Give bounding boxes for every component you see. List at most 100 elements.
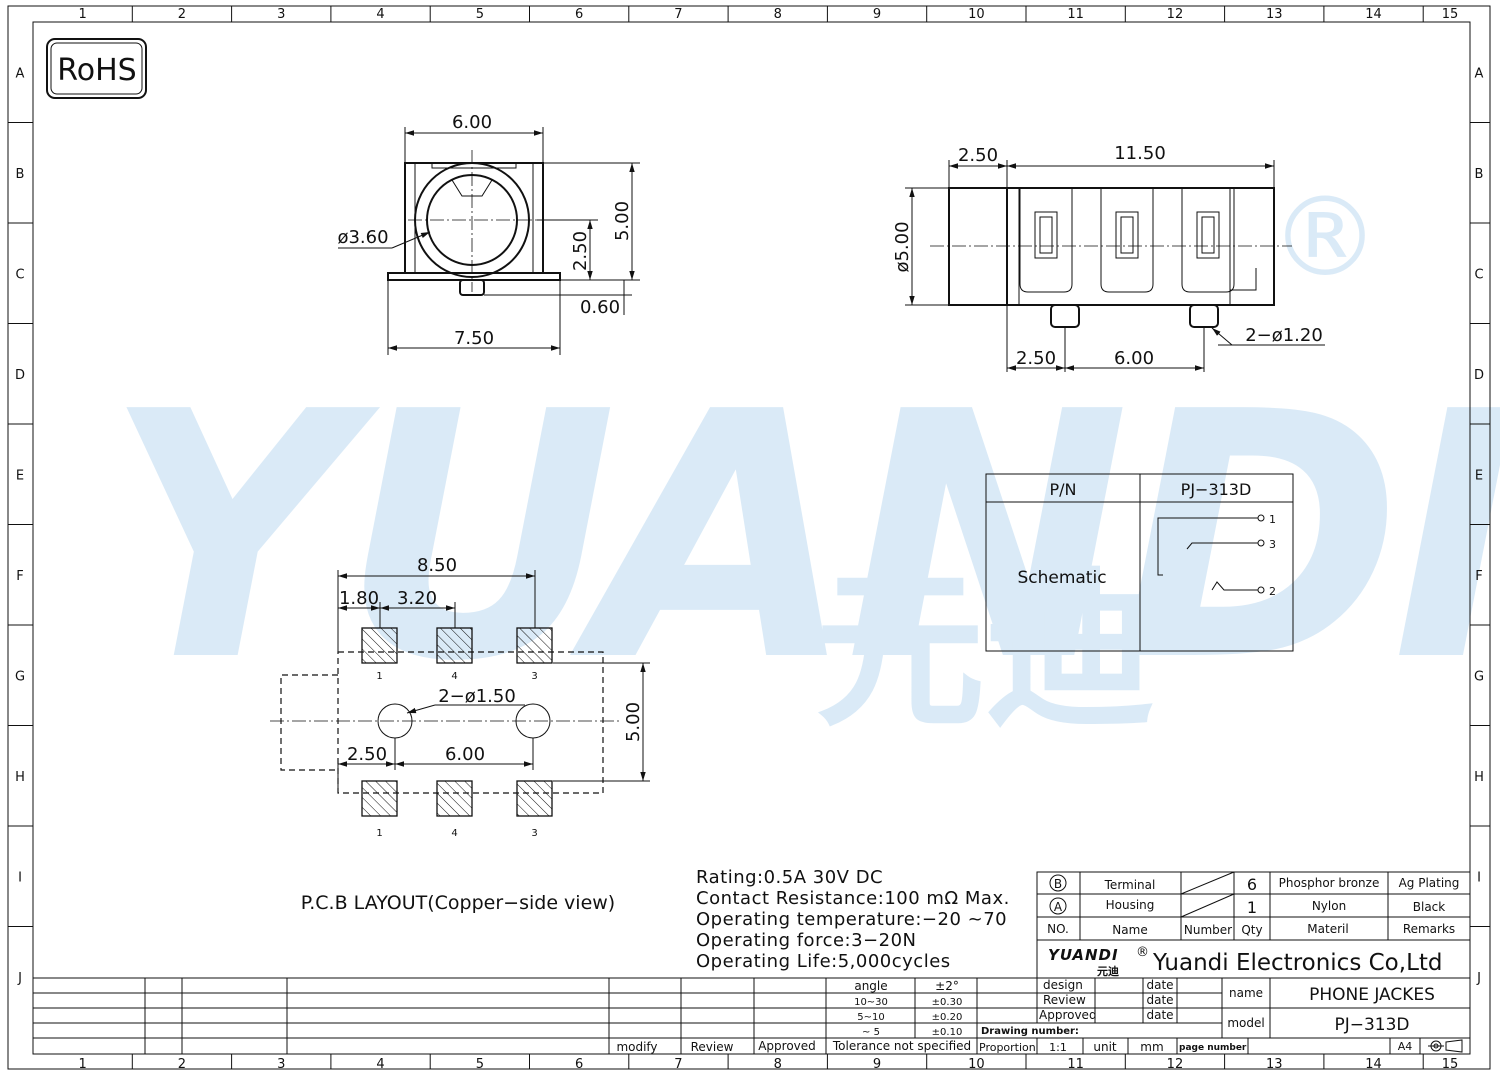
tolerance-value: ±0.10 (932, 1027, 963, 1038)
title-sheet-size: A4 (1398, 1040, 1413, 1053)
projection-symbol-icon (1428, 1039, 1463, 1053)
rev-review-label: Review (691, 1040, 734, 1054)
rev-approved-label: Approved (758, 1039, 816, 1053)
column-number-bottom: 8 (774, 1057, 782, 1072)
side-dim-length: 11.50 (1114, 143, 1166, 164)
title-proportion-label: Proportion (979, 1041, 1036, 1054)
column-number-top: 5 (476, 7, 484, 22)
bom-header-material: Materil (1307, 922, 1348, 936)
row-letter-right: H (1474, 770, 1484, 785)
side-dim-pin-offset: 2.50 (1016, 348, 1056, 369)
column-number-bottom: 2 (178, 1057, 186, 1072)
row-letter-left: G (15, 669, 25, 684)
front-dim-width: 6.00 (452, 112, 492, 133)
pcb-pad-top (361, 627, 398, 664)
front-dim-bottom: 7.50 (454, 328, 494, 349)
column-number-bottom: 11 (1067, 1057, 1084, 1072)
pcb-pad-label-top: 1 (376, 671, 382, 682)
bom-row-a-material: Nylon (1312, 899, 1346, 913)
pcb-pad-bottom (436, 780, 473, 817)
bom-header-qty: Qty (1241, 923, 1262, 937)
column-number-top: 1 (79, 7, 87, 22)
column-number-top: 9 (873, 7, 881, 22)
terminal-outline (1181, 188, 1235, 293)
terminal-window (1034, 211, 1058, 259)
spec-contact-resistance: Contact Resistance:100 mΩ Max. (696, 888, 1010, 909)
tolerance-range: 10~30 (854, 997, 888, 1008)
title-model-label: model (1227, 1016, 1264, 1030)
row-letter-left: J (17, 971, 22, 986)
column-number-top: 10 (968, 7, 985, 22)
column-number-top: 3 (277, 7, 285, 22)
row-letter-left: E (16, 468, 24, 483)
company-logo-cn: 元迪 (1097, 964, 1119, 978)
title-design-label: design (1043, 978, 1083, 992)
company-logo: YUANDI (1048, 946, 1119, 964)
pcb-pad-label-top: 4 (451, 671, 457, 682)
rohs-mark: RoHS (46, 38, 147, 99)
schematic-terminal-2: 2 (1269, 585, 1276, 598)
row-letter-right: G (1474, 669, 1484, 684)
tolerance-range: ~ 5 (862, 1027, 880, 1038)
row-letter-left: A (16, 66, 25, 81)
column-number-top: 2 (178, 7, 186, 22)
company-logo-reg: ® (1136, 945, 1149, 960)
row-letter-left: H (15, 770, 25, 785)
column-number-bottom: 13 (1266, 1057, 1283, 1072)
watermark-registered: ® (1270, 173, 1380, 301)
column-number-top: 13 (1266, 7, 1283, 22)
pcb-caption: P.C.B LAYOUT(Copper−side view) (301, 892, 615, 914)
column-number-bottom: 1 (79, 1057, 87, 1072)
column-number-top: 4 (376, 7, 384, 22)
schematic-model-header: PJ−313D (1181, 480, 1252, 499)
pcb-pad-label-top: 3 (531, 671, 537, 682)
tolerance-value: ±0.30 (932, 997, 963, 1008)
tolerance-range: angle (854, 979, 887, 993)
terminal-contact (1039, 216, 1053, 254)
side-dim-front: 2.50 (958, 145, 998, 166)
pcb-pad-bottom (516, 780, 553, 817)
front-dim-center: 2.50 (570, 231, 591, 271)
column-number-top: 14 (1365, 7, 1382, 22)
title-date-label-1: date (1146, 978, 1173, 992)
pcb-dim-height: 5.00 (623, 702, 644, 742)
bom-row-b-qty: 6 (1247, 875, 1257, 894)
bom-row-a-name: Housing (1106, 898, 1155, 912)
row-letter-left: I (18, 870, 22, 885)
tolerance-value: ±2° (935, 979, 959, 993)
bom-row-a-qty: 1 (1247, 898, 1257, 917)
row-letter-left: D (15, 368, 25, 383)
title-drawing-number: Drawing number: (981, 1026, 1079, 1037)
title-unit-value: mm (1140, 1040, 1163, 1054)
tolerance-value: ±0.20 (932, 1012, 963, 1023)
front-dim-pin: 0.60 (580, 297, 620, 318)
pcb-pad-top (436, 627, 473, 664)
title-date-label-3: date (1146, 1008, 1173, 1022)
row-letter-right: J (1476, 971, 1481, 986)
row-letter-right: C (1474, 267, 1483, 282)
spec-operating-temperature: Operating temperature:−20 ~70 (696, 909, 1007, 930)
column-number-bottom: 6 (575, 1057, 583, 1072)
title-unit-label: unit (1093, 1040, 1117, 1054)
watermark-chinese: 元迪 (815, 553, 1155, 751)
schematic-table: P/N PJ−313D Schematic 1 3 2 (985, 473, 1294, 652)
row-letter-right: E (1475, 468, 1483, 483)
pcb-dim-total: 8.50 (417, 555, 457, 576)
schematic-symbol: 1 3 2 (1157, 513, 1276, 598)
row-letter-right: A (1475, 66, 1484, 81)
terminal-contact (1120, 216, 1134, 254)
bom-row-b-material: Phosphor bronze (1279, 876, 1380, 890)
schematic-terminal-1: 1 (1269, 513, 1276, 526)
bom-header-remarks: Remarks (1403, 922, 1455, 936)
bom-row-a-remarks: Black (1413, 900, 1446, 914)
schematic-pn-header: P/N (1049, 480, 1076, 499)
side-dim-pin-pitch: 6.00 (1114, 348, 1154, 369)
spec-operating-force: Operating force:3−20N (696, 930, 917, 951)
watermark: YUANDI ® 元迪 (105, 173, 1500, 751)
terminal-contact (1201, 216, 1215, 254)
terminal-window (1196, 211, 1220, 259)
title-date-label-2: date (1146, 993, 1173, 1007)
